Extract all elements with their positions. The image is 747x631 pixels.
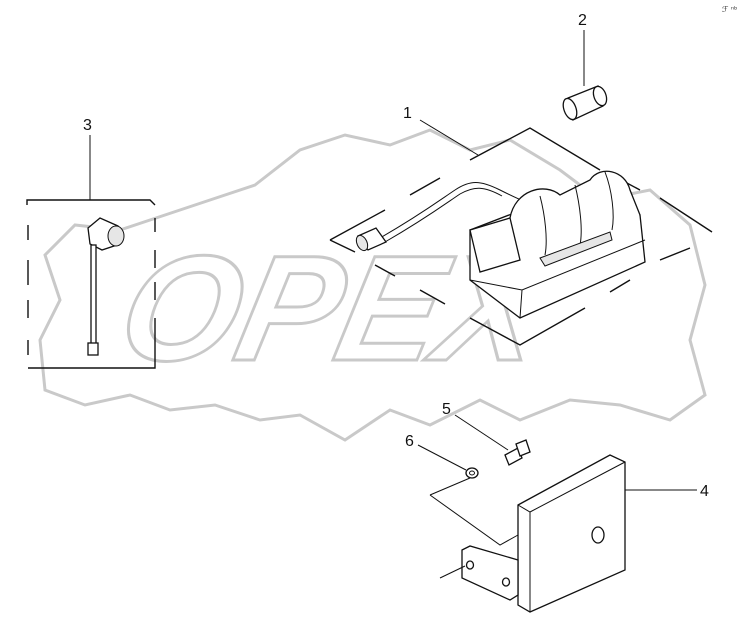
callout-1: 1 (403, 105, 412, 122)
callout-2: 2 (578, 12, 587, 29)
corner-mark: ℱ ⁿᵇ (722, 5, 737, 14)
assembly-boundary (329, 127, 713, 346)
sensor-frame (26, 199, 156, 369)
part-1-assembly (329, 127, 713, 346)
part-4-bracket (429, 454, 626, 613)
part-3-sensor-frame (26, 199, 156, 369)
part-2-cylinder (562, 85, 608, 121)
callout-5: 5 (442, 401, 451, 418)
callout-6: 6 (405, 433, 414, 450)
leader-line-6 (417, 444, 467, 471)
part-6-washer (465, 467, 479, 479)
callout-4: 4 (700, 483, 709, 500)
callout-3: 3 (83, 117, 92, 134)
leader-line-5 (454, 414, 509, 451)
part-5-bolt (504, 439, 531, 466)
watermark-gear-outline (38, 128, 707, 442)
leader-line-1 (419, 119, 479, 156)
